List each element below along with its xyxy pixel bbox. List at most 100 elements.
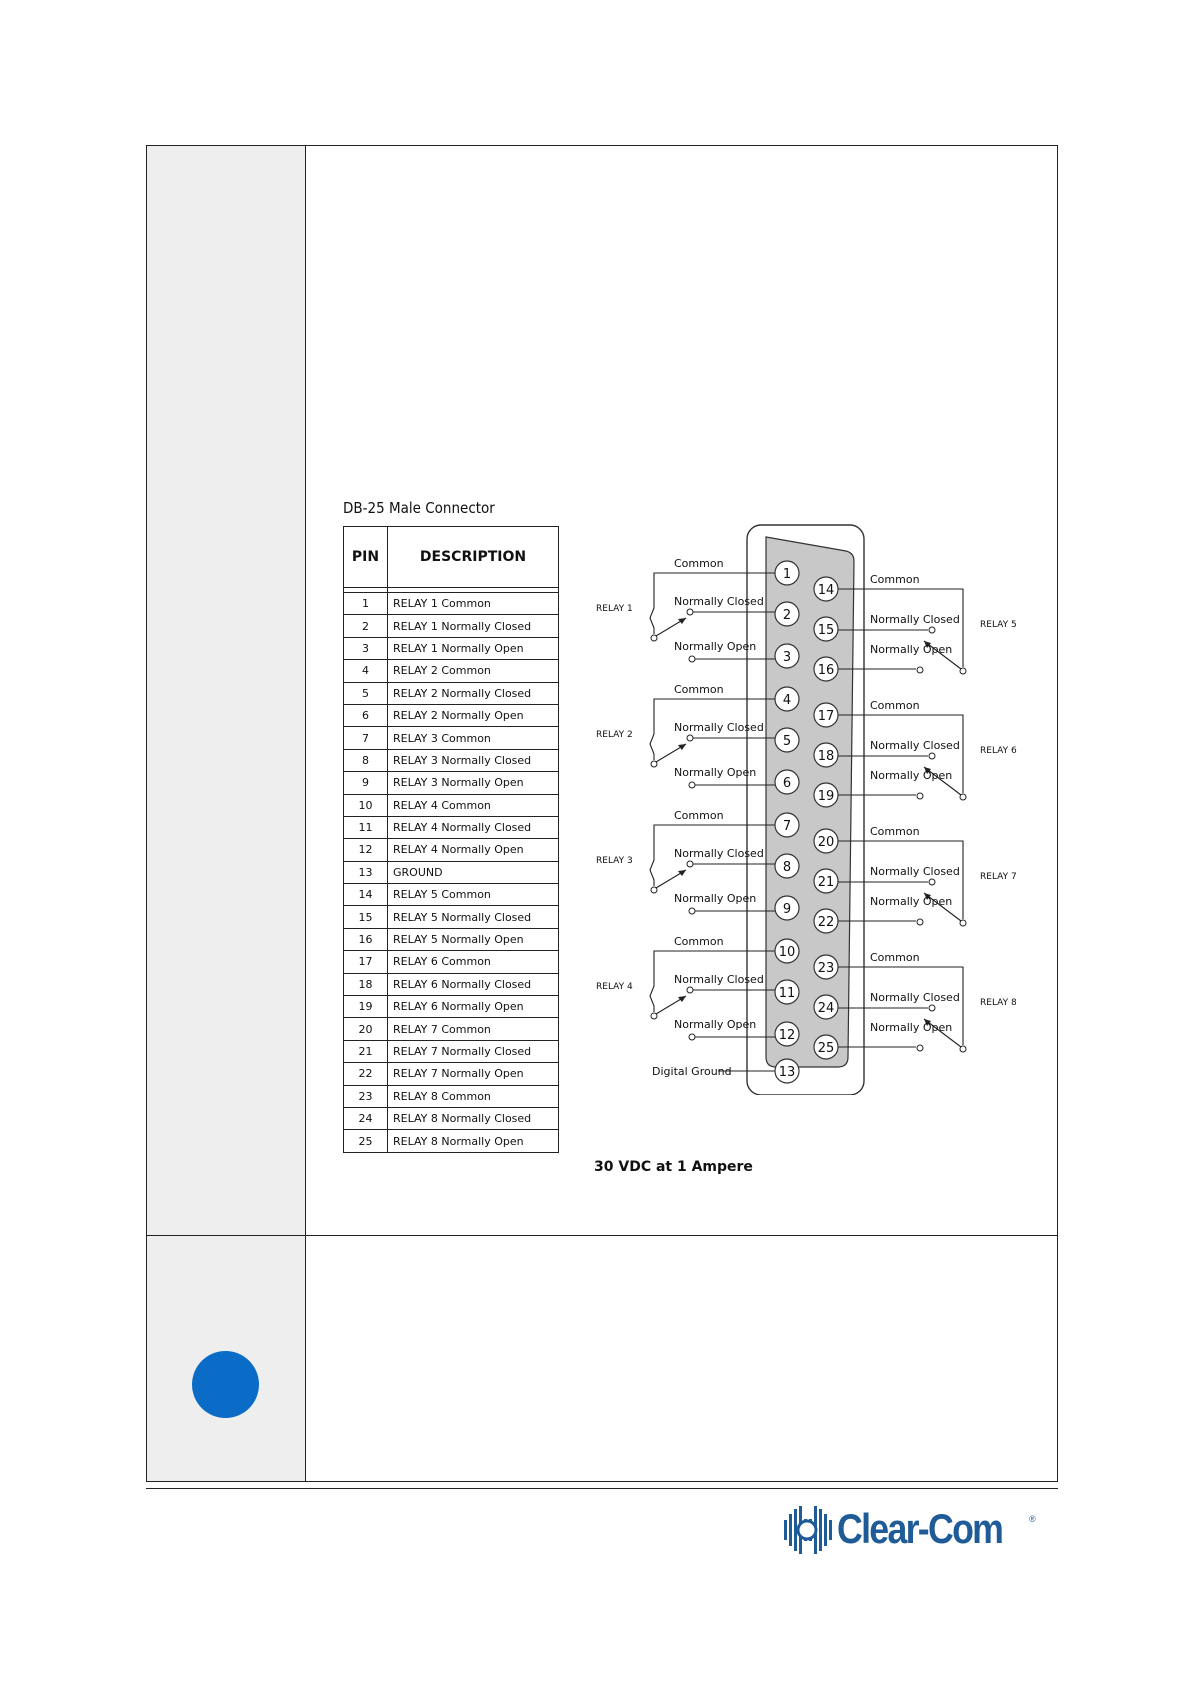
pin-10-circle (774, 938, 800, 964)
pin-12-circle (774, 1021, 800, 1047)
pin-2-label: 2 (783, 608, 791, 623)
relay-switch-arrow (924, 641, 931, 648)
pin-25-circle (813, 1034, 839, 1060)
common-label: Common (870, 573, 920, 586)
relay-switch-arm (923, 892, 962, 922)
pin-12-label: 12 (779, 1028, 796, 1043)
logo-wordmark: Clear-Com (837, 1505, 1004, 1552)
content-table (146, 145, 1058, 1482)
common-label: Common (674, 557, 724, 570)
normally-open-label: Normally Open (870, 769, 952, 782)
common-label: Common (674, 809, 724, 822)
logo-bar (819, 1509, 822, 1551)
pin-description: RELAY 1 Normally Open (387, 636, 559, 661)
relay-switch-arrow (924, 767, 931, 774)
relay-switch-arrow (924, 1019, 931, 1026)
pin-description: RELAY 5 Common (387, 883, 559, 907)
pin-15-label: 15 (818, 623, 835, 638)
pin-24-circle (813, 994, 839, 1020)
pin-number: 3 (343, 636, 388, 661)
pin-number: 7 (343, 726, 388, 750)
pin-number: 11 (343, 815, 388, 840)
connector-shell (746, 524, 865, 1095)
no-contact (916, 1044, 924, 1052)
no-contact (688, 781, 696, 789)
pin-description: RELAY 6 Common (387, 950, 559, 974)
pin-9-label: 9 (783, 902, 791, 917)
digital-ground-label: Digital Ground (652, 1065, 732, 1078)
relay-common-terminal (650, 1012, 658, 1020)
pin-column-header: PIN (343, 526, 388, 588)
nc-contact (686, 734, 694, 742)
no-contact (688, 907, 696, 915)
normally-closed-label: Normally Closed (674, 973, 764, 986)
pin-number: 22 (343, 1062, 388, 1086)
pin-description: RELAY 3 Normally Closed (387, 748, 559, 773)
no-contact (916, 792, 924, 800)
pin-8-circle (774, 853, 800, 879)
connector-title: DB-25 Male Connector (343, 499, 495, 517)
relay-switch-arrow (678, 870, 686, 876)
nc-contact (928, 626, 936, 634)
pin-number: 1 (343, 591, 388, 616)
pin-description: RELAY 2 Normally Open (387, 703, 559, 728)
left-margin-cell (147, 146, 306, 1236)
relay-common-wire (838, 966, 964, 1045)
rating-label: 30 VDC at 1 Ampere (594, 1159, 753, 1175)
row-divider (147, 1235, 1057, 1236)
relay-switch-arrow (924, 893, 931, 900)
pin-17-circle (813, 702, 839, 728)
pin-17-label: 17 (818, 709, 835, 724)
note-icon (192, 1351, 259, 1418)
relay-common-terminal (650, 760, 658, 768)
pin-1-circle (774, 560, 800, 586)
normally-closed-label: Normally Closed (870, 991, 960, 1004)
logo-bar (784, 1520, 787, 1540)
pin-description: RELAY 1 Normally Closed (387, 614, 559, 638)
pin-16-label: 16 (818, 663, 835, 678)
normally-closed-label: Normally Closed (870, 613, 960, 626)
normally-open-label: Normally Open (674, 766, 756, 779)
common-label: Common (674, 683, 724, 696)
relay-common-wire (649, 824, 775, 886)
pin-description: RELAY 4 Normally Closed (387, 815, 559, 840)
no-contact (688, 1033, 696, 1041)
pin-description: RELAY 5 Normally Closed (387, 905, 559, 929)
pin-description: RELAY 8 Common (387, 1084, 559, 1108)
pin-number: 21 (343, 1039, 388, 1064)
pin-16-circle (813, 656, 839, 682)
note-icon-cell (147, 1236, 306, 1481)
pin-number: 19 (343, 995, 388, 1019)
relay-switch-arrow (678, 996, 686, 1002)
logo-bar (829, 1520, 832, 1540)
relay-name-label: RELAY 5 (980, 620, 1017, 630)
pin-number: 24 (343, 1106, 388, 1131)
pin-6-circle (774, 769, 800, 795)
normally-closed-label: Normally Closed (674, 721, 764, 734)
common-label: Common (674, 935, 724, 948)
logo-bar (789, 1514, 792, 1546)
pin-description: RELAY 5 Normally Open (387, 927, 559, 952)
pin-description: RELAY 8 Normally Open (387, 1129, 559, 1153)
pin-description: GROUND (387, 860, 559, 885)
pin-number: 10 (343, 793, 388, 817)
pin-22-circle (813, 908, 839, 934)
normally-open-label: Normally Open (870, 643, 952, 656)
normally-closed-label: Normally Closed (870, 739, 960, 752)
description-column-header: DESCRIPTION (387, 526, 559, 588)
